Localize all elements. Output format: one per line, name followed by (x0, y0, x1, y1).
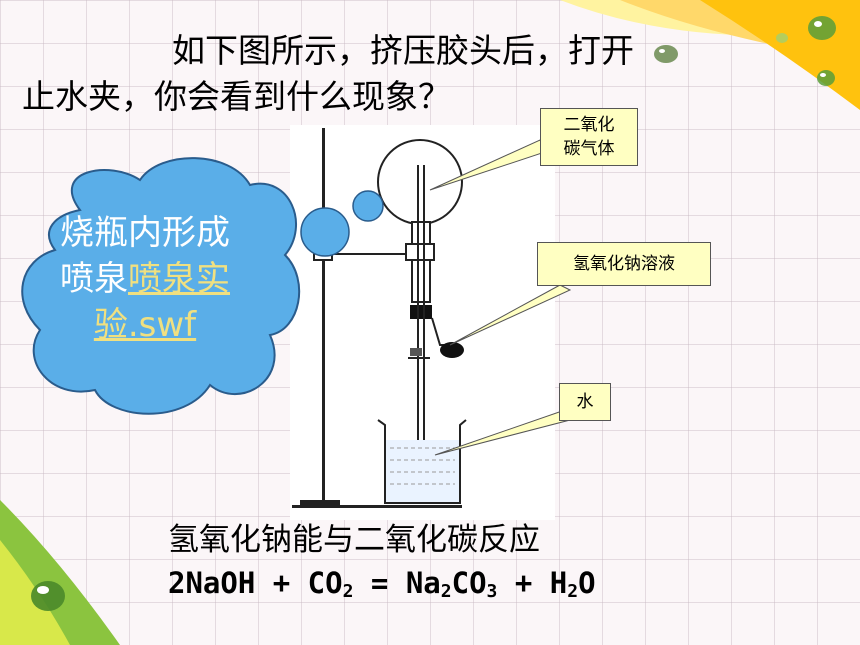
dropper-bulb (440, 342, 464, 358)
water-clip (410, 348, 422, 356)
title-line-1: 如下图所示，挤压胶头后，打开 (172, 31, 634, 70)
water-droplet-icon (817, 70, 835, 86)
eq-part: O (578, 566, 596, 600)
rubber-stopper (410, 305, 432, 319)
cloud-text-block: 烧瓶内形成喷泉喷泉实验.swf (50, 210, 240, 348)
eq-subscript: 2 (342, 581, 354, 602)
eq-part: 2NaOH + CO (168, 566, 343, 600)
stand-base (300, 500, 340, 506)
chemical-equation: 2NaOH + CO2 = Na2CO3 + H2O (168, 563, 596, 612)
stand-rod (322, 128, 325, 503)
beaker-water (386, 440, 459, 502)
eq-part: + H (497, 566, 568, 600)
water-droplet-icon (31, 581, 65, 611)
water-droplet-icon (808, 16, 836, 40)
question-title: 如下图所示，挤压胶头后，打开 止水夹，你会看到什么现象？ (22, 28, 802, 120)
fountain-experiment-link[interactable]: 喷泉实验.swf (93, 259, 230, 345)
callout-pointer-naoh (449, 284, 572, 346)
title-line-2: 止水夹，你会看到什么现象？ (22, 77, 451, 116)
callout-water: 水 (559, 383, 611, 421)
callout-naoh-solution: 氢氧化钠溶液 (537, 242, 711, 286)
reaction-description: 氢氧化钠能与二氧化碳反应 (168, 522, 540, 558)
eq-subscript: 3 (486, 581, 498, 602)
callout-co2-line-2: 碳气体 (563, 139, 615, 159)
flask-neck (411, 221, 431, 303)
eq-part: CO (451, 566, 487, 600)
callout-co2-line-1: 二氧化 (563, 115, 615, 135)
callout-co2-gas: 二氧化 碳气体 (540, 108, 638, 166)
eq-subscript: 2 (567, 581, 579, 602)
cloud-text: 烧瓶内形成喷泉 (60, 213, 230, 299)
eq-part: = Na (353, 566, 441, 600)
beaker (377, 419, 467, 504)
callout-pointer-water (434, 409, 571, 456)
cloud-bubble (21, 157, 384, 415)
eq-subscript: 2 (440, 581, 452, 602)
flask-clamp (405, 243, 435, 261)
stand-base-bar (292, 505, 462, 508)
water-droplet-icon (654, 45, 678, 63)
water-droplet-icon (776, 33, 788, 43)
